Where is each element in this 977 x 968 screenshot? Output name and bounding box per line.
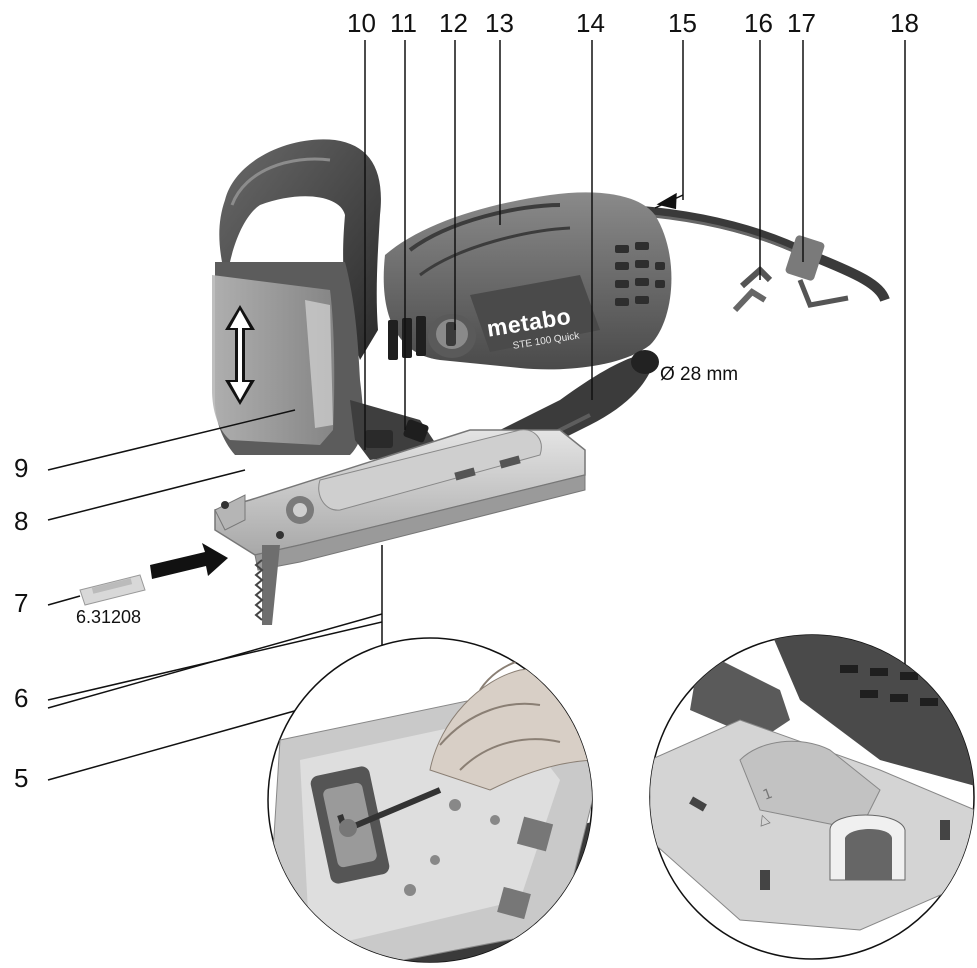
callout-13: 13 xyxy=(485,8,514,38)
lever-area xyxy=(350,400,440,460)
anti-splinter-insert xyxy=(79,543,228,606)
callout-8: 8 xyxy=(14,506,29,536)
callout-12: 12 xyxy=(439,8,468,38)
callout-10: 10 xyxy=(347,8,376,38)
callout-9: 9 xyxy=(14,453,29,483)
callout-18: 18 xyxy=(890,8,919,38)
hex-key-holder xyxy=(732,235,849,313)
callout-14: 14 xyxy=(576,8,605,38)
callout-17: 17 xyxy=(787,8,816,38)
chip-guard xyxy=(212,275,335,445)
detail-circle-right: 1 △ xyxy=(649,634,975,960)
callout-15: 15 xyxy=(668,8,697,38)
speed-dial xyxy=(428,314,476,358)
dust-port-diameter-label: Ø 28 mm xyxy=(660,364,739,385)
callout-16: 16 xyxy=(744,8,773,38)
saw-blade xyxy=(254,545,280,625)
handle xyxy=(219,139,381,360)
callout-5: 5 xyxy=(14,763,29,793)
blade-code-label: 6.31208 xyxy=(76,607,142,627)
callout-11: 11 xyxy=(390,8,417,38)
callout-7: 7 xyxy=(14,588,29,618)
callout-6: 6 xyxy=(14,683,29,713)
insert-arrow-icon xyxy=(150,543,228,579)
detail-circle-left xyxy=(267,637,593,963)
base-plate xyxy=(214,429,586,571)
